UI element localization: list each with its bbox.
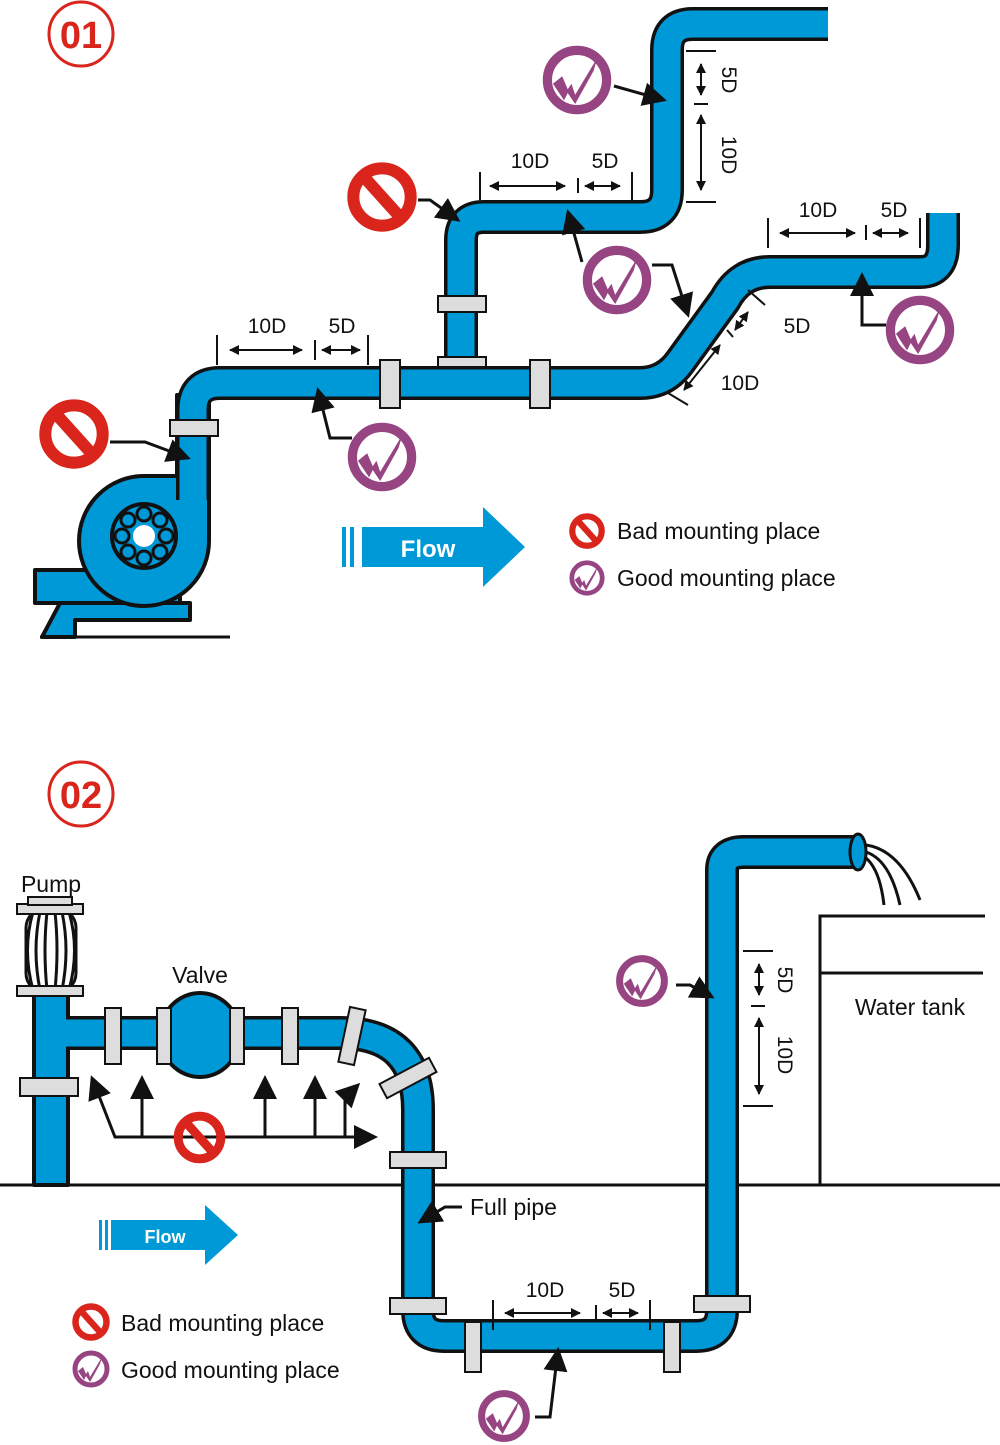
pipeline-02: [36, 832, 922, 1353]
good-mounting-icon: [572, 563, 602, 593]
dim-label: 10D: [717, 136, 740, 175]
flow-label: Flow: [401, 536, 456, 563]
centrifugal-pump: [77, 393, 211, 608]
valve-label: Valve: [172, 962, 228, 988]
diagram-number: 01: [60, 15, 102, 57]
flange: [389, 1297, 447, 1315]
diagram-number-badge: [47, 760, 115, 828]
flanges-d2: [104, 1005, 751, 1373]
dim-label: 5D: [609, 1279, 636, 1302]
pump-stack: Pump: [16, 871, 84, 1187]
flange: [337, 1005, 367, 1067]
flange: [378, 1056, 438, 1100]
good-mounting-icon: [482, 1394, 527, 1439]
dim-label: 5D: [784, 315, 811, 338]
pipeline-upper: [444, 7, 828, 367]
flange: [529, 359, 551, 409]
flange: [693, 1295, 751, 1313]
legend: Bad mounting place Good mounting place: [572, 516, 836, 593]
diagram-01: 01: [33, 0, 960, 639]
pump-label: Pump: [21, 871, 81, 897]
good-mounting-icon: [547, 50, 606, 109]
water-tank: Water tank: [818, 914, 985, 1185]
dim-label: 10D: [721, 372, 760, 395]
dim-label: 5D: [773, 967, 796, 994]
legend-good-label: Good mounting place: [121, 1357, 340, 1383]
flange: [663, 1321, 681, 1373]
flange: [104, 1007, 122, 1065]
dim-label: 5D: [881, 199, 908, 222]
good-mounting-icon: [352, 427, 411, 486]
flange: [389, 1151, 447, 1169]
legend-bad-label: Bad mounting place: [121, 1310, 324, 1336]
good-locations-d2: Full pipe: [417, 959, 715, 1439]
diagram-number: 02: [60, 775, 102, 817]
dimensions-d1: 10D 5D 10D 5D 5D 10D 10D 5D: [216, 50, 921, 406]
dim-label: 10D: [799, 199, 838, 222]
flow-arrow: Flow: [99, 1205, 238, 1265]
flange: [169, 419, 219, 437]
bad-locations-d2: [88, 1075, 378, 1159]
dimensions-d2: 10D 5D 5D 10D: [492, 950, 796, 1330]
valve: Valve: [156, 962, 245, 1079]
dim-label: 10D: [248, 315, 287, 338]
flange: [379, 359, 401, 409]
diagram-number-badge: [47, 0, 115, 68]
dim-label: 10D: [773, 1036, 796, 1075]
good-mounting-icon: [620, 959, 665, 1004]
good-mounting-icon: [890, 300, 949, 359]
flange: [281, 1007, 299, 1065]
dim-label: 10D: [526, 1279, 565, 1302]
dim-label: 5D: [329, 315, 356, 338]
flow-arrow: Flow: [342, 507, 525, 587]
legend: Bad mounting place Good mounting place: [75, 1307, 340, 1386]
diagram-02: 02 Water tank Pump: [0, 760, 1000, 1439]
pipeline-lower: [176, 213, 960, 500]
bad-mounting-icon: [45, 405, 102, 462]
full-pipe-label: Full pipe: [470, 1194, 557, 1220]
good-mounting-icon: [587, 250, 646, 309]
legend-good-label: Good mounting place: [617, 565, 836, 591]
bad-mounting-icon: [76, 1307, 107, 1338]
flow-label: Flow: [145, 1227, 187, 1247]
bad-mounting-icon: [353, 168, 410, 225]
dim-label: 5D: [592, 150, 619, 173]
flanges-d1: [169, 295, 551, 437]
bad-mounting-icon: [572, 516, 601, 545]
flange: [437, 295, 487, 313]
dim-label: 10D: [511, 150, 550, 173]
water-tank-label: Water tank: [855, 994, 966, 1020]
flange: [437, 356, 487, 368]
legend-bad-label: Bad mounting place: [617, 518, 820, 544]
flange: [464, 1321, 482, 1373]
dim-label: 5D: [717, 67, 740, 94]
good-mounting-icon: [75, 1353, 107, 1385]
indicators-d1: [45, 50, 949, 486]
